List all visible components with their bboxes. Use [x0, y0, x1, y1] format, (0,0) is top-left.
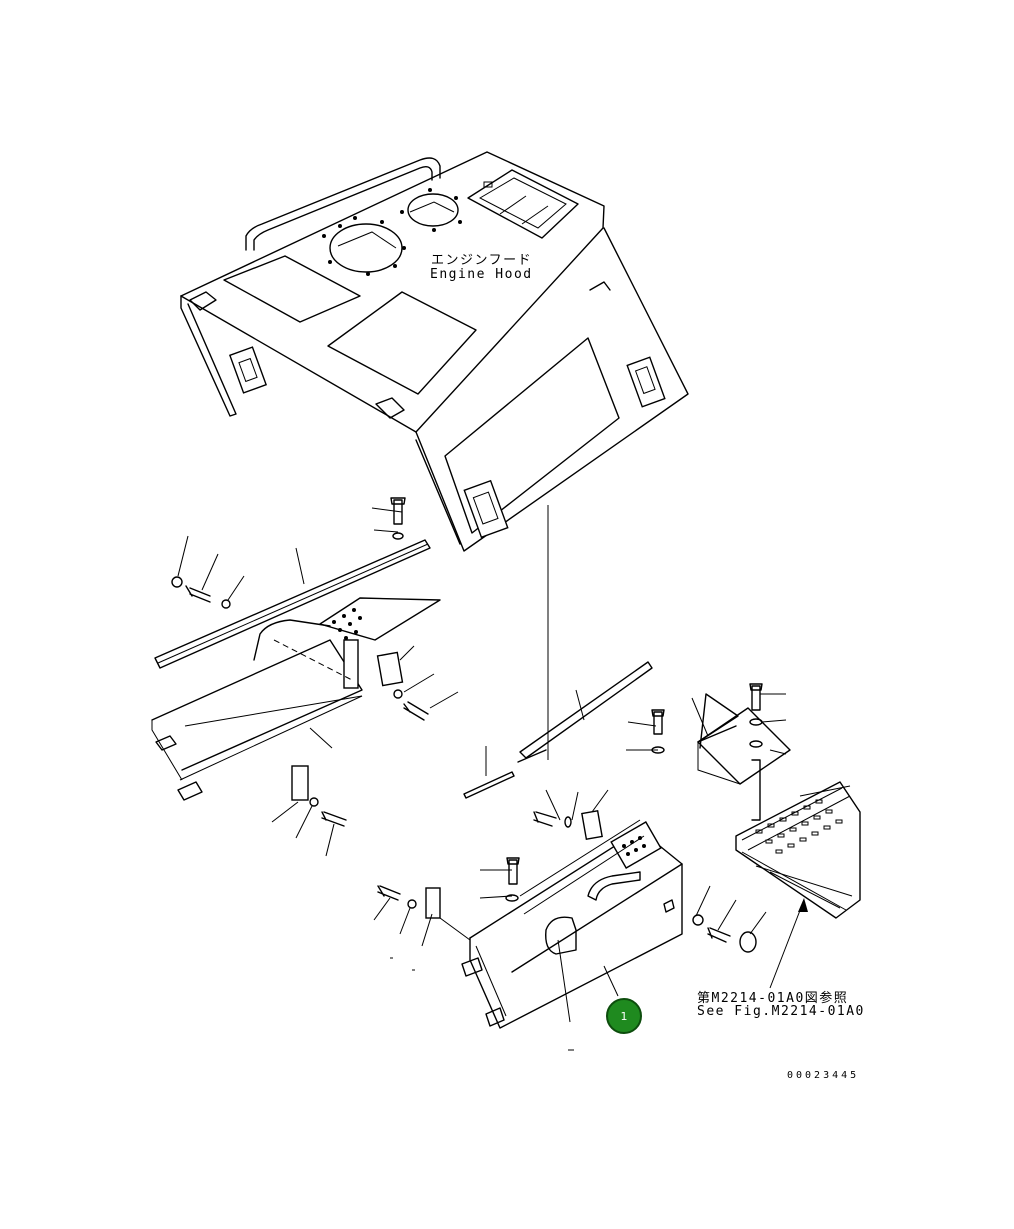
figure-reference-en[interactable]: See Fig.M2214-01A0: [697, 1004, 865, 1019]
leader-ends: [390, 957, 574, 1051]
bolt-holes: [322, 188, 462, 276]
figure-reference-jp: 第M2214-01A0図参照: [697, 991, 849, 1006]
leader-lines: [177, 507, 851, 1023]
left-rail-assembly: [151, 497, 441, 827]
drawing-number: 00023445: [787, 1070, 860, 1081]
engine-hood-label-jp: エンジンフード: [431, 253, 533, 268]
bottom-panel-assembly: [377, 661, 757, 1029]
callout-number: 1: [620, 1009, 628, 1023]
part-callout-1[interactable]: 1: [606, 998, 642, 1034]
engine-hood-label-en: Engine Hood: [430, 267, 533, 282]
engine-hood: [180, 151, 689, 552]
right-step-assembly: [697, 683, 861, 989]
